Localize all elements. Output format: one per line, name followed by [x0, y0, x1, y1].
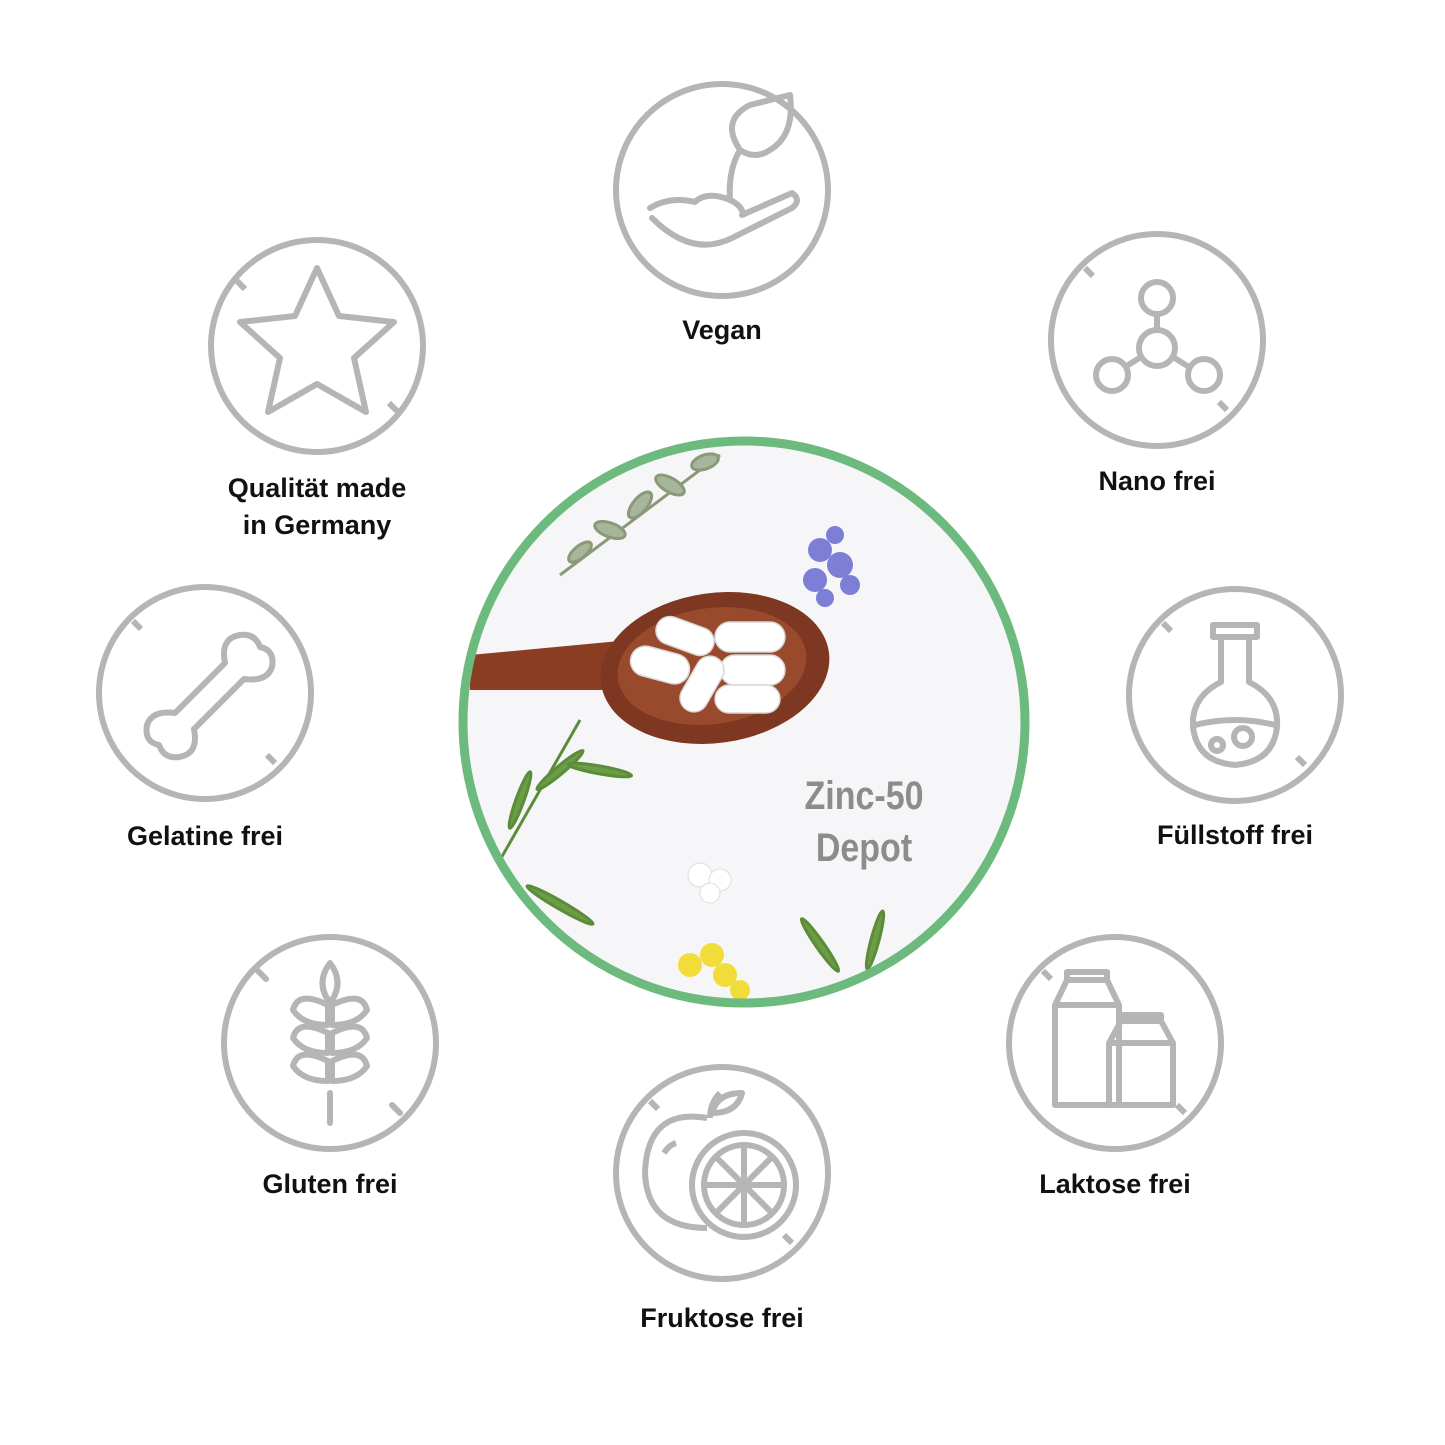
tablets	[629, 615, 786, 714]
feature-label-gluten: Gluten frei	[262, 1169, 398, 1199]
product-name: Zinc-50 Depot	[779, 770, 949, 874]
lavender-flower	[803, 526, 860, 607]
feature-label-gelatine: Gelatine frei	[126, 821, 284, 851]
eucalyptus-branch	[559, 452, 721, 577]
white-flower	[687, 862, 732, 904]
product-name-line1: Zinc-50	[804, 774, 924, 818]
feature-label-quality: Qualität made in Germany	[157, 470, 477, 544]
star-icon	[208, 237, 426, 455]
feature-label-fructose: Fruktose frei	[640, 1303, 804, 1333]
feature-label-lactose: Laktose frei	[1039, 1169, 1191, 1199]
flask-icon	[1126, 586, 1344, 804]
feature-label-quality-line1: Qualität made	[227, 473, 407, 503]
product-name-line2: Depot	[815, 826, 913, 870]
feature-label-vegan: Vegan	[682, 315, 762, 345]
wheat-icon	[221, 934, 439, 1152]
yellow-flower	[678, 943, 750, 1000]
feature-label-filler: Füllstoff frei	[1157, 820, 1313, 850]
molecule-icon	[1048, 231, 1266, 449]
milk-carton-icon	[1006, 934, 1224, 1152]
plant-hand-icon	[613, 81, 831, 299]
feature-label-nano: Nano frei	[1098, 466, 1216, 496]
product-ring	[458, 436, 1030, 1008]
bone-icon	[96, 584, 314, 802]
fruit-icon	[613, 1064, 831, 1282]
feature-label-quality-line2: in Germany	[242, 510, 392, 540]
rosemary	[498, 719, 886, 973]
